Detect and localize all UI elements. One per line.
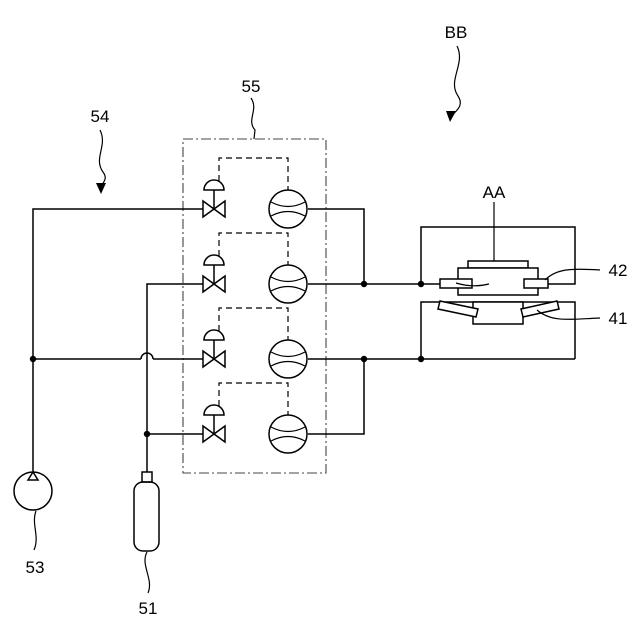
valve-row-4	[203, 383, 307, 453]
flow-meter-icon	[269, 415, 307, 453]
gas-cylinder-symbol	[134, 472, 159, 551]
flow-meter-icon	[269, 340, 307, 378]
actuator-icon	[204, 180, 224, 190]
flow-meter-icon	[269, 265, 307, 303]
actuator-icon	[204, 330, 224, 340]
label-51: 51	[139, 599, 158, 618]
label-aa: AA	[483, 183, 506, 202]
label-42: 42	[609, 261, 628, 280]
label-53: 53	[26, 558, 45, 577]
label-54: 54	[91, 107, 110, 126]
valve-row-2	[203, 233, 307, 303]
pump-symbol	[14, 472, 52, 510]
actuator-icon	[204, 255, 224, 265]
label-bb: BB	[445, 23, 468, 42]
assembly-aa	[438, 261, 559, 324]
flow-meter-icon	[269, 190, 307, 228]
label-41: 41	[609, 309, 628, 328]
label-55: 55	[242, 77, 261, 96]
actuator-icon	[204, 405, 224, 415]
valve-row-1	[203, 158, 307, 228]
valve-row-3	[203, 308, 307, 378]
